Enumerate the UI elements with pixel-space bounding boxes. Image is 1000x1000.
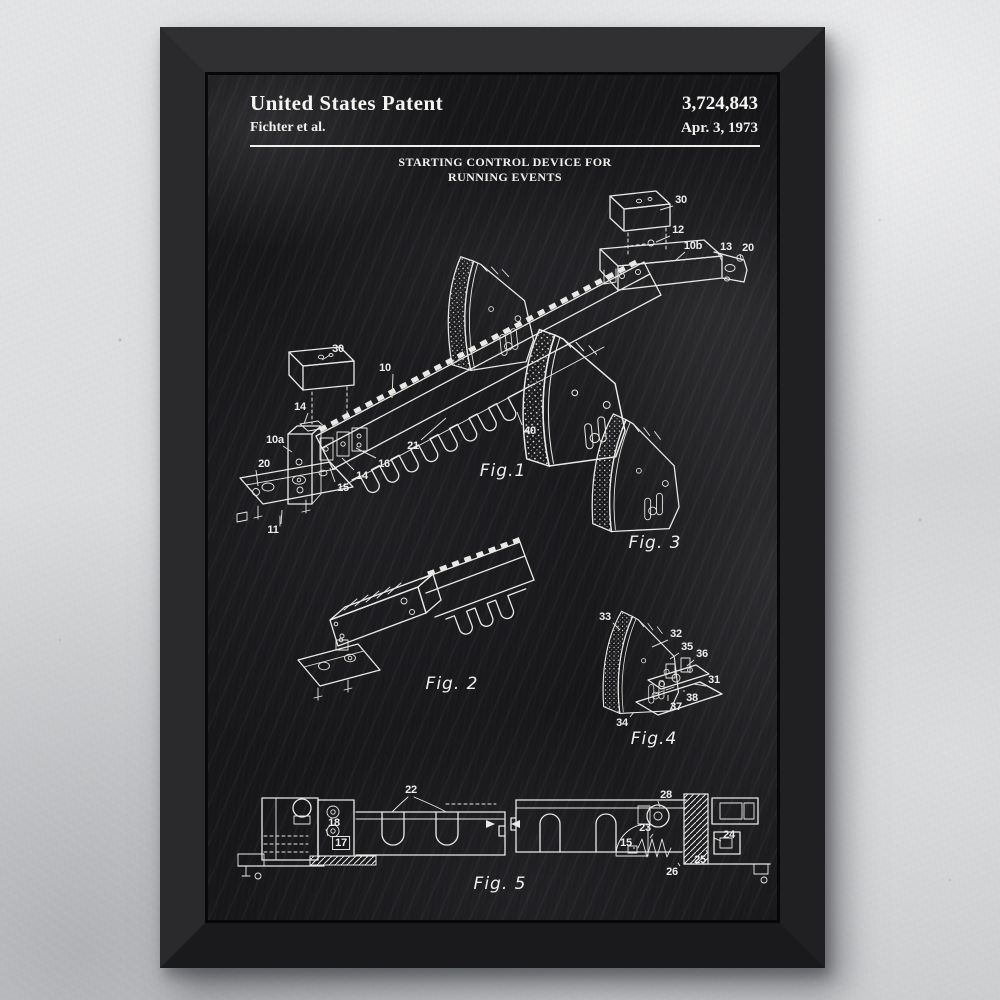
ref-numeral-28: 28	[660, 789, 672, 801]
ref-numeral-36: 36	[696, 648, 708, 660]
ref-numeral-23: 23	[639, 822, 651, 834]
ref-numeral-30: 30	[332, 343, 344, 355]
ref-numeral-14: 14	[356, 470, 368, 482]
fig4-drawing	[602, 610, 723, 716]
ref-numeral-26: 26	[666, 866, 678, 878]
ref-numeral-10a: 10a	[266, 434, 284, 446]
ref-numeral-15: 15	[337, 482, 349, 494]
invention-title-line1: STARTING CONTROL DEVICE FOR	[398, 155, 612, 169]
ref-numeral-18: 18	[328, 817, 340, 829]
fig-4-label: Fig.4	[630, 729, 678, 749]
ref-numeral-35: 35	[681, 641, 693, 653]
ref-numeral-15: 15	[620, 837, 632, 849]
picture-frame: United States Patent Fichter et al. 3,72…	[160, 27, 825, 968]
ref-numeral-34: 34	[616, 717, 628, 729]
ref-numeral-25: 25	[694, 854, 706, 866]
ref-numeral-33: 33	[599, 611, 611, 623]
header-rule	[250, 145, 760, 147]
ref-numeral-32: 32	[670, 628, 682, 640]
patent-date: Apr. 3, 1973	[681, 120, 758, 136]
patent-header-title: United States Patent	[250, 91, 444, 115]
ref-numeral-24: 24	[723, 829, 735, 841]
ref-numeral-13: 13	[720, 241, 732, 253]
fig5-drawing	[237, 793, 771, 884]
ref-numeral-16: 16	[378, 458, 390, 470]
frame-inner-lip	[205, 72, 780, 923]
ref-numeral-20: 20	[258, 458, 270, 470]
fig-5-label: Fig. 5	[473, 874, 527, 894]
ref-numeral-11: 11	[267, 524, 279, 536]
ref-numeral-17: 17	[332, 836, 350, 850]
patent-number: 3,724,843	[682, 93, 758, 114]
ref-numeral-30: 30	[675, 194, 687, 206]
invention-title-line2: RUNNING EVENTS	[448, 170, 562, 184]
ref-numeral-10: 10	[379, 362, 391, 374]
fig-2-label: Fig. 2	[425, 674, 479, 694]
ref-numeral-20: 20	[742, 242, 754, 254]
chalkboard-patent-print: United States Patent Fichter et al. 3,72…	[208, 75, 777, 920]
ref-numeral-10b: 10b	[683, 240, 703, 252]
fig2-drawing	[297, 536, 535, 701]
leader-lines	[255, 205, 742, 867]
fig-3-label: Fig. 3	[628, 533, 682, 553]
ref-numeral-37: 37	[670, 701, 682, 713]
ref-numeral-14: 14	[294, 401, 306, 413]
ref-numeral-38: 38	[686, 692, 698, 704]
ref-numeral-21: 21	[407, 440, 419, 452]
annotation-layer: United States Patent Fichter et al. 3,72…	[208, 75, 777, 920]
patent-drawing	[236, 190, 771, 884]
fig1-drawing	[236, 190, 748, 527]
ref-numeral-40: 40	[524, 425, 536, 437]
ref-numeral-31: 31	[708, 674, 720, 686]
fig-1-label: Fig.1	[479, 461, 527, 481]
patent-inventors: Fichter et al.	[250, 120, 326, 135]
ref-numeral-12: 12	[672, 224, 684, 236]
ref-numeral-22: 22	[405, 784, 417, 796]
